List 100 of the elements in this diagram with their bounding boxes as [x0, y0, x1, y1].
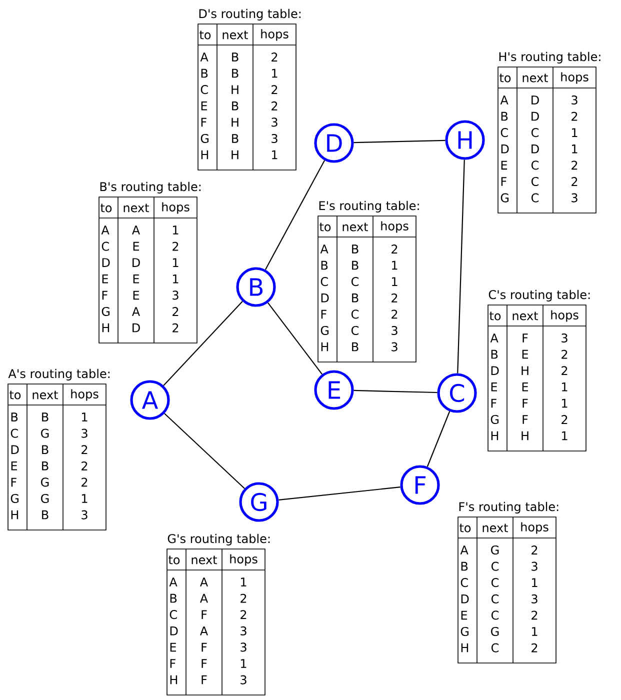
- table-cell: C: [532, 176, 539, 186]
- table-cell: G: [10, 494, 18, 504]
- table-cell: F: [501, 177, 506, 186]
- table-title: F's routing table:: [459, 502, 558, 514]
- link-line: [278, 486, 400, 500]
- table-cell: H: [522, 366, 528, 375]
- table-cell: H: [461, 643, 468, 652]
- table-cell: H: [232, 150, 238, 160]
- table-cell: H: [321, 342, 328, 352]
- table-cell: A: [320, 244, 328, 254]
- table-cell: B: [232, 52, 238, 62]
- table-cell: E: [133, 274, 140, 284]
- table-cell: B: [42, 445, 48, 454]
- column-header: to: [490, 312, 501, 320]
- column-header: to: [168, 556, 180, 564]
- table-cell: G: [41, 428, 49, 438]
- table-cell: B: [352, 244, 358, 254]
- table-cell: B: [201, 68, 208, 78]
- table-cell: B: [352, 294, 358, 302]
- link-line: [354, 140, 446, 144]
- table-cell: 1: [82, 494, 88, 503]
- table-cell: 3: [82, 428, 88, 438]
- table-cell: C: [492, 643, 499, 652]
- table-cell: H: [232, 85, 238, 94]
- table-cell: 2: [272, 52, 278, 62]
- table-cell: E: [461, 610, 468, 620]
- table-cell: 2: [562, 350, 568, 359]
- table-cell: C: [532, 160, 539, 170]
- table-cell: F: [202, 675, 207, 684]
- table-cell: 1: [241, 659, 246, 668]
- table-title: B's routing table:: [100, 182, 201, 194]
- table-cell: 1: [173, 226, 178, 234]
- table-cell: F: [202, 659, 207, 668]
- table-cell: 3: [82, 510, 88, 520]
- table-cell: G: [491, 626, 499, 636]
- table-cell: B: [232, 134, 238, 143]
- table-cell: H: [232, 118, 238, 127]
- table-cell: B: [170, 594, 177, 603]
- table-cell: D: [102, 258, 110, 267]
- table-cell: A: [460, 546, 468, 554]
- table-cell: 2: [392, 293, 398, 302]
- table-cell: H: [522, 431, 528, 440]
- table-cell: D: [532, 96, 539, 104]
- table-cell: F: [11, 478, 16, 487]
- table-cell: H: [201, 150, 208, 160]
- table-title: H's routing table:: [499, 52, 600, 64]
- table-cell: C: [352, 277, 359, 286]
- column-header: next: [512, 312, 538, 320]
- table-cell: 1: [562, 382, 568, 392]
- table-cell: F: [201, 118, 206, 127]
- table-cell: H: [491, 431, 498, 440]
- table-cell: G: [41, 478, 49, 487]
- table-cell: 1: [173, 258, 178, 267]
- table-cell: 2: [562, 366, 568, 376]
- link-line: [264, 160, 326, 270]
- table-cell: D: [501, 144, 509, 154]
- column-header: hops: [561, 72, 588, 84]
- table-cell: E: [491, 382, 498, 392]
- column-header: to: [320, 222, 331, 232]
- table-cell: E: [133, 242, 140, 251]
- column-header: to: [460, 524, 471, 532]
- table-cell: 1: [532, 627, 538, 636]
- table-cell: 3: [240, 626, 246, 636]
- table-cell: C: [500, 128, 508, 138]
- table-cell: C: [352, 326, 359, 336]
- table-cell: C: [492, 562, 499, 571]
- table-cell: B: [352, 342, 358, 352]
- table-cell: D: [132, 323, 140, 332]
- table-cell: 2: [532, 643, 538, 652]
- table-cell: B: [11, 412, 18, 422]
- column-header: next: [522, 74, 548, 82]
- table-cell: B: [42, 412, 48, 422]
- table-cell: A: [200, 626, 208, 636]
- table-title: A's routing table:: [8, 368, 110, 380]
- table-cell: 1: [272, 150, 278, 160]
- table-cell: 2: [82, 478, 88, 487]
- table-cell: 3: [562, 333, 568, 343]
- column-header: hops: [230, 554, 258, 566]
- table-cell: F: [522, 415, 528, 424]
- table-cell: 3: [240, 675, 246, 684]
- table-cell: 2: [82, 445, 88, 454]
- table-cell: G: [41, 494, 49, 504]
- column-header: hops: [551, 310, 578, 322]
- table-cell: C: [10, 428, 18, 438]
- table-title: G's routing table:: [168, 534, 270, 546]
- column-header: hops: [162, 202, 190, 214]
- table-cell: C: [492, 594, 499, 604]
- table-cell: G: [500, 193, 509, 202]
- table-cell: E: [201, 102, 207, 110]
- table-cell: H: [11, 510, 18, 520]
- column-header: next: [222, 30, 248, 40]
- table-cell: B: [232, 68, 238, 78]
- table-cell: 2: [272, 101, 278, 110]
- column-header: next: [482, 524, 508, 532]
- table-cell: 3: [532, 594, 538, 604]
- table-cell: E: [522, 350, 528, 359]
- table-title: E's routing table:: [319, 200, 419, 212]
- table-cell: 2: [172, 323, 178, 332]
- table-cell: B: [42, 510, 48, 520]
- table-cell: 1: [572, 144, 578, 154]
